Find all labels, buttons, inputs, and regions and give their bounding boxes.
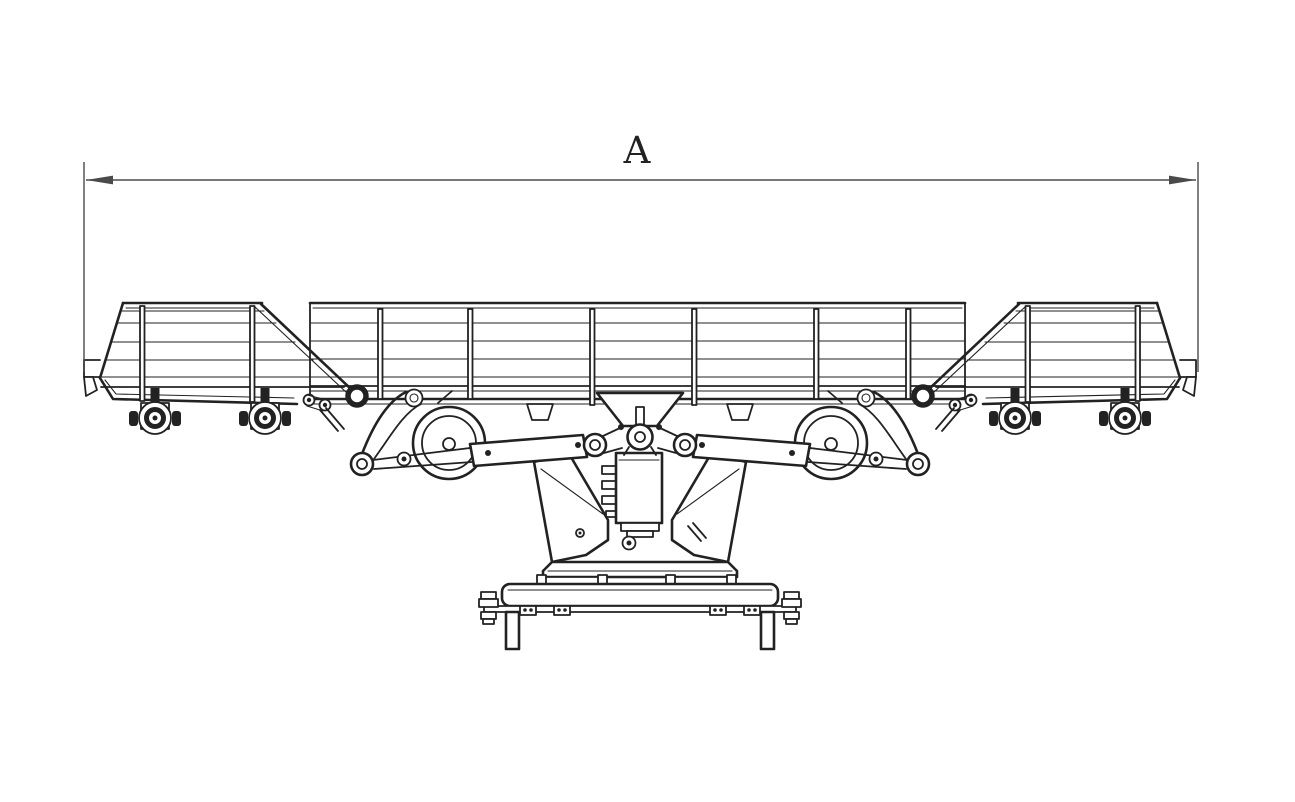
dimension-arrow-right xyxy=(1169,175,1196,185)
pivot-hub-hole xyxy=(634,431,646,443)
clamp xyxy=(743,605,761,616)
base-beam xyxy=(500,582,780,608)
clamp xyxy=(553,605,571,616)
pivot-ear-right-hole xyxy=(679,439,691,451)
clamp-bolt xyxy=(713,608,717,612)
mast-plate-right-edge xyxy=(676,468,740,515)
pivot-ear-left-hole xyxy=(589,439,601,451)
base-leg-right xyxy=(759,610,776,651)
mast-plate-left-edge xyxy=(540,468,604,515)
pivot-clevis xyxy=(623,446,657,456)
mast-bolt-pin xyxy=(578,531,582,535)
clamp xyxy=(519,605,537,616)
base-end-bolts-left xyxy=(478,591,499,625)
bolt-plate xyxy=(783,611,800,620)
body-post-4 xyxy=(691,308,698,406)
base-clamps xyxy=(519,605,761,616)
bolt-plate xyxy=(781,598,802,608)
mast-pedestal xyxy=(541,560,739,579)
body-rails xyxy=(309,322,966,378)
body-side-edges xyxy=(309,302,966,400)
pivot-bolt-right xyxy=(656,424,662,430)
pivot-pin xyxy=(635,406,645,426)
pivot-ear-left xyxy=(582,432,608,458)
bolt-plate xyxy=(480,611,497,620)
damper-body xyxy=(614,451,664,525)
clamp-bolt xyxy=(747,608,751,612)
body-post-6 xyxy=(905,308,912,400)
bolt-plate xyxy=(478,598,499,608)
pivot-ear-right xyxy=(672,432,698,458)
clamp-bolt xyxy=(523,608,527,612)
clamp-bolt xyxy=(529,608,533,612)
body-post-5 xyxy=(813,308,820,400)
base-under-strip xyxy=(483,605,797,613)
damper-rod-guide xyxy=(626,530,654,538)
machine-body xyxy=(84,301,1196,651)
body-post-3 xyxy=(589,308,596,406)
clamp-bolt xyxy=(557,608,561,612)
bolt-plate xyxy=(480,591,497,600)
pivot-bolt-left xyxy=(618,424,624,430)
pivot-ear-links xyxy=(602,427,678,454)
mast-bolt xyxy=(575,528,585,538)
mast-small-rod xyxy=(687,522,707,542)
dimension-annotation: A xyxy=(83,129,1199,372)
center-mast xyxy=(532,450,748,579)
hitch-base xyxy=(478,574,802,651)
clamp-bolt xyxy=(753,608,757,612)
damper-spring-fingers xyxy=(601,465,617,518)
base-leg-left xyxy=(504,610,521,651)
bolt-plate xyxy=(482,618,495,625)
body-bracket-right xyxy=(726,403,754,421)
bolt-plate xyxy=(783,591,800,600)
dimension-arrow-left xyxy=(86,175,113,185)
pivot-hub xyxy=(626,423,654,451)
dimension-label: A xyxy=(623,129,652,172)
body-post-2 xyxy=(467,308,474,400)
damper-lower-cap xyxy=(620,522,660,532)
clamp-bolt xyxy=(719,608,723,612)
body-angle-braces xyxy=(437,390,843,404)
bolt-plate xyxy=(785,618,798,625)
clamp-bolt xyxy=(563,608,567,612)
body-post-1 xyxy=(377,308,384,400)
mast-plate-right xyxy=(670,450,748,564)
shock-absorber xyxy=(601,451,664,551)
center-pivot xyxy=(582,391,698,458)
damper-ball-pin xyxy=(626,540,632,546)
base-end-bolts-right xyxy=(781,591,802,625)
center-body xyxy=(308,301,967,421)
mast-plate-left xyxy=(532,450,610,564)
body-bracket-left xyxy=(526,403,554,421)
clamp xyxy=(709,605,727,616)
